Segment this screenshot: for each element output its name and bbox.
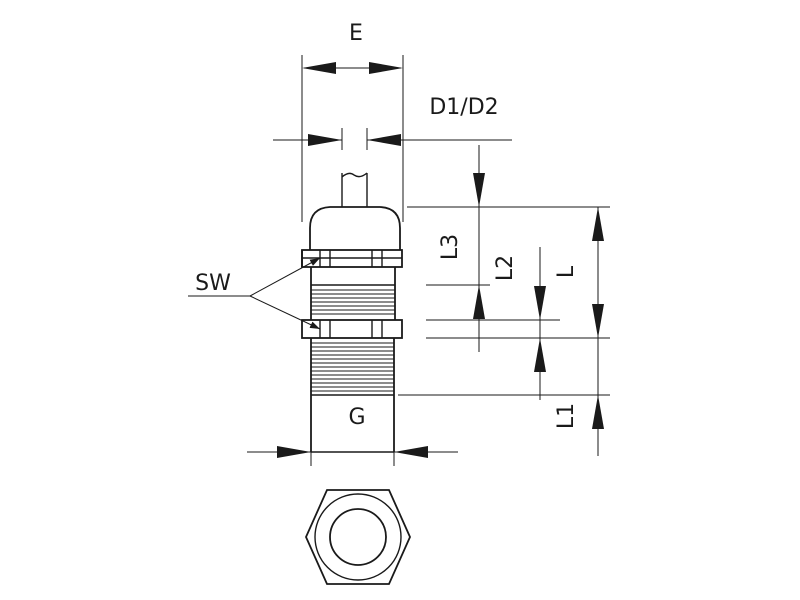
dimension-l2: L2 bbox=[493, 247, 546, 400]
extension-lines bbox=[398, 206, 610, 396]
dome-cap bbox=[309, 206, 401, 250]
dimension-l1: L1 bbox=[554, 338, 604, 456]
label-d1d2: D1/D2 bbox=[429, 95, 498, 120]
dimension-d1d2: D1/D2 bbox=[273, 95, 512, 150]
label-e: E bbox=[349, 21, 363, 46]
label-l2: L2 bbox=[493, 255, 518, 281]
dimension-e: E bbox=[301, 21, 404, 222]
lower-thread: G bbox=[310, 338, 395, 453]
label-sw: SW bbox=[195, 271, 231, 296]
upper-hex-nut bbox=[301, 249, 403, 268]
upper-thread bbox=[310, 267, 396, 320]
label-l3: L3 bbox=[438, 234, 463, 260]
dimension-g bbox=[247, 446, 458, 466]
lower-hex-nut bbox=[301, 319, 403, 339]
label-g: G bbox=[348, 405, 365, 430]
dimension-sw: SW bbox=[188, 257, 321, 330]
dimension-l: L bbox=[554, 207, 604, 338]
bottom-view bbox=[305, 489, 411, 585]
cable bbox=[341, 172, 368, 207]
label-l: L bbox=[554, 265, 579, 278]
dimension-l3: L3 bbox=[438, 145, 485, 352]
label-l1: L1 bbox=[554, 403, 579, 429]
